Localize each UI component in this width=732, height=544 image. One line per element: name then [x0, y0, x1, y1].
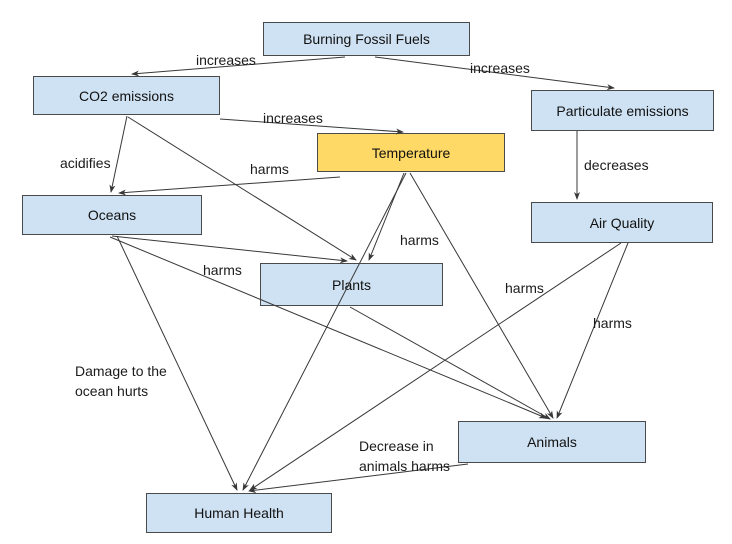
edge-label-co2-emissions-temperature[interactable]: increases — [263, 110, 323, 126]
node-label: Burning Fossil Fuels — [303, 31, 430, 47]
edge-oceans-to-plants — [111, 235, 348, 264]
node-label: Oceans — [87, 207, 137, 223]
edge-label-animals-human-health[interactable]: Decrease in animals harms — [359, 438, 451, 475]
edge-label-burning-fossil-fuels-co2-emissions[interactable]: increases — [196, 52, 256, 68]
node-particulate-emissions[interactable]: Particulate emissions — [531, 90, 714, 131]
node-animals[interactable]: Animals — [458, 421, 646, 463]
edge-plants-to-animals — [349, 306, 551, 420]
edge-co2-emissions-to-oceans — [109, 115, 128, 193]
edge-temperature-to-plants — [368, 172, 405, 261]
edge-label-temperature-oceans[interactable]: harms — [250, 161, 289, 177]
node-label: CO2 emissions — [79, 87, 174, 104]
edge-temperature-to-oceans — [118, 176, 341, 196]
node-label: Human Health — [194, 505, 284, 521]
edge-label-oceans-plants[interactable]: harms — [203, 262, 242, 278]
edge-label-temperature-plants[interactable]: harms — [400, 232, 439, 248]
node-temperature[interactable]: Temperature — [317, 133, 505, 172]
node-co2-emissions[interactable]: CO2 emissions — [33, 76, 220, 115]
node-label: Plants — [332, 276, 371, 293]
node-oceans[interactable]: Oceans — [22, 195, 202, 235]
edge-label-air-quality-human-health[interactable]: harms — [505, 280, 544, 296]
edge-label-co2-emissions-oceans[interactable]: acidifies — [60, 155, 111, 171]
node-label: Temperature — [371, 144, 451, 161]
node-label: Air Quality — [589, 214, 655, 231]
node-air-quality[interactable]: Air Quality — [531, 202, 713, 243]
edge-label-air-quality-animals[interactable]: harms — [593, 315, 632, 331]
edge-label-burning-fossil-fuels-particulate-emissions[interactable]: increases — [470, 60, 530, 76]
node-burning-fossil-fuels[interactable]: Burning Fossil Fuels — [263, 22, 470, 56]
edge-label-particulate-emissions-air-quality[interactable]: decreases — [584, 157, 649, 173]
node-plants[interactable]: Plants — [260, 263, 443, 306]
node-label: Animals — [527, 434, 577, 450]
edge-label-oceans-human-health[interactable]: Damage to the ocean hurts — [75, 363, 167, 400]
node-label: Particulate emissions — [556, 102, 689, 119]
node-human-health[interactable]: Human Health — [146, 493, 332, 533]
